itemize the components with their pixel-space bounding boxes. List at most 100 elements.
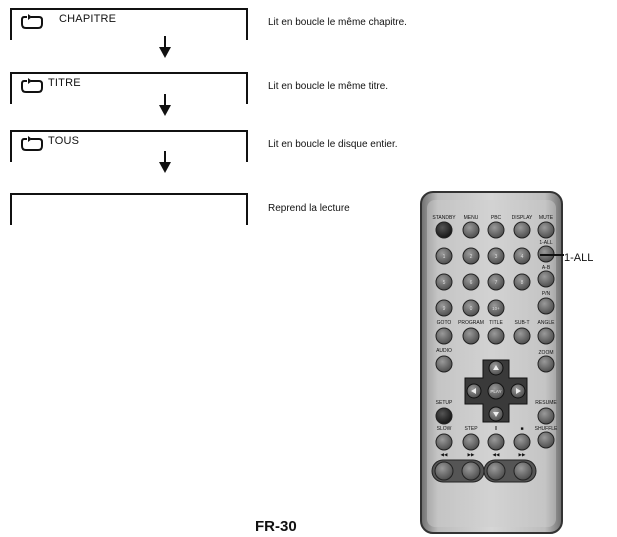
- step-button[interactable]: [462, 433, 480, 451]
- mode-label: CHAPITRE: [59, 13, 117, 25]
- title-label: TITLE: [489, 320, 503, 326]
- number-button-9[interactable]: [435, 299, 453, 317]
- number-button-2[interactable]: [462, 247, 480, 265]
- number-label: 1: [443, 254, 446, 260]
- resume-button[interactable]: [537, 407, 555, 425]
- mute-label: MUTE: [539, 215, 554, 221]
- down-arrow-icon: [493, 412, 499, 417]
- stop-label: ■: [520, 426, 523, 432]
- shuffle-button[interactable]: [537, 431, 555, 449]
- number-button-6[interactable]: [462, 273, 480, 291]
- menu-label: MENU: [464, 215, 479, 221]
- number-label: 6: [470, 280, 473, 286]
- number-button-4[interactable]: [513, 247, 531, 265]
- next-button[interactable]: [461, 461, 481, 481]
- page-number: FR-30: [255, 518, 297, 535]
- pause-button[interactable]: [487, 433, 505, 451]
- pbc-label: PBC: [491, 215, 502, 221]
- prev-label: ◀◀: [441, 452, 448, 457]
- display-label: DISPLAY: [512, 215, 533, 221]
- number-button-7[interactable]: [487, 273, 505, 291]
- step-label: STEP: [464, 426, 478, 432]
- number-button-1[interactable]: [435, 247, 453, 265]
- mode-box-off: [10, 193, 248, 225]
- play-label: PLAY: [490, 389, 501, 394]
- standby-button[interactable]: [435, 221, 453, 239]
- slow-label: SLOW: [437, 426, 452, 432]
- number-button-3[interactable]: [487, 247, 505, 265]
- mode-label: TITRE: [48, 77, 81, 89]
- arrow-down-icon: [159, 151, 171, 173]
- mode-description: Lit en boucle le même titre.: [268, 81, 389, 92]
- number-label: 7: [495, 280, 498, 286]
- number-button-0[interactable]: [462, 299, 480, 317]
- number-label: 5: [443, 280, 446, 286]
- forward-button[interactable]: [513, 461, 533, 481]
- ab-label: A-B: [542, 265, 551, 271]
- program-label: PROGRAM: [458, 320, 484, 326]
- subt-label: SUB-T: [515, 320, 530, 326]
- number-label: 4: [521, 254, 524, 260]
- standby-label: STANDBY: [432, 215, 456, 221]
- audio-label: AUDIO: [436, 348, 452, 354]
- angle-label: ANGLE: [538, 320, 556, 326]
- right-arrow-icon: [516, 388, 521, 394]
- zoom-label: ZOOM: [539, 350, 554, 356]
- number-button-5[interactable]: [435, 273, 453, 291]
- arrow-down-icon: [159, 94, 171, 116]
- number-label: 3: [495, 254, 498, 260]
- pause-label: II: [495, 426, 498, 432]
- goto-label: GOTO: [437, 320, 452, 326]
- mute-button[interactable]: [537, 221, 555, 239]
- number-button-8[interactable]: [513, 273, 531, 291]
- mode-description: Reprend la lecture: [268, 203, 350, 214]
- play-button[interactable]: [487, 382, 505, 400]
- menu-button[interactable]: [462, 221, 480, 239]
- stop-button[interactable]: [513, 433, 531, 451]
- repeat-icon: [21, 14, 43, 29]
- number-label: 0: [470, 306, 473, 312]
- number-label: 2: [470, 254, 473, 260]
- next-label: ▶▶: [468, 452, 475, 457]
- mode-box-chapitre: CHAPITRE: [10, 8, 248, 40]
- angle-button[interactable]: [537, 327, 555, 345]
- one-all-label: 1-ALL: [539, 240, 553, 246]
- number-button-10plus[interactable]: [487, 299, 505, 317]
- setup-label: SETUP: [436, 400, 453, 406]
- audio-button[interactable]: [435, 355, 453, 373]
- callout-line: [540, 254, 564, 256]
- mode-box-tous: TOUS: [10, 130, 248, 162]
- setup-button[interactable]: [435, 407, 453, 425]
- left-arrow-icon: [471, 388, 476, 394]
- mode-description: Lit en boucle le disque entier.: [268, 139, 398, 150]
- ab-button[interactable]: [537, 270, 555, 288]
- resume-label: RESUME: [535, 400, 557, 406]
- prev-button[interactable]: [434, 461, 454, 481]
- title-button[interactable]: [487, 327, 505, 345]
- rewind-button[interactable]: [486, 461, 506, 481]
- up-arrow-icon: [493, 365, 499, 370]
- goto-button[interactable]: [435, 327, 453, 345]
- number-label: 8: [521, 280, 524, 286]
- repeat-icon: [21, 78, 43, 93]
- forward-label: ▶▶: [519, 452, 526, 457]
- zoom-button[interactable]: [537, 355, 555, 373]
- mode-box-titre: TITRE: [10, 72, 248, 104]
- number-label: 10+: [492, 306, 500, 311]
- callout-label: 1-ALL: [564, 252, 594, 264]
- subt-button[interactable]: [513, 327, 531, 345]
- arrow-down-icon: [159, 36, 171, 58]
- slow-button[interactable]: [435, 433, 453, 451]
- shuffle-label: SHUFFLE: [535, 426, 558, 432]
- pn-button[interactable]: [537, 297, 555, 315]
- mode-label: TOUS: [48, 135, 80, 147]
- rewind-label: ◀◀: [493, 452, 500, 457]
- program-button[interactable]: [462, 327, 480, 345]
- repeat-icon: [21, 136, 43, 151]
- display-button[interactable]: [513, 221, 531, 239]
- number-label: 9: [443, 306, 446, 312]
- remote-control: STANDBY MENU PBC DISPLAY MUTE 1-ALL 1 2 …: [420, 191, 563, 534]
- pbc-button[interactable]: [487, 221, 505, 239]
- mode-description: Lit en boucle le même chapitre.: [268, 17, 407, 28]
- pn-label: P/N: [542, 291, 551, 297]
